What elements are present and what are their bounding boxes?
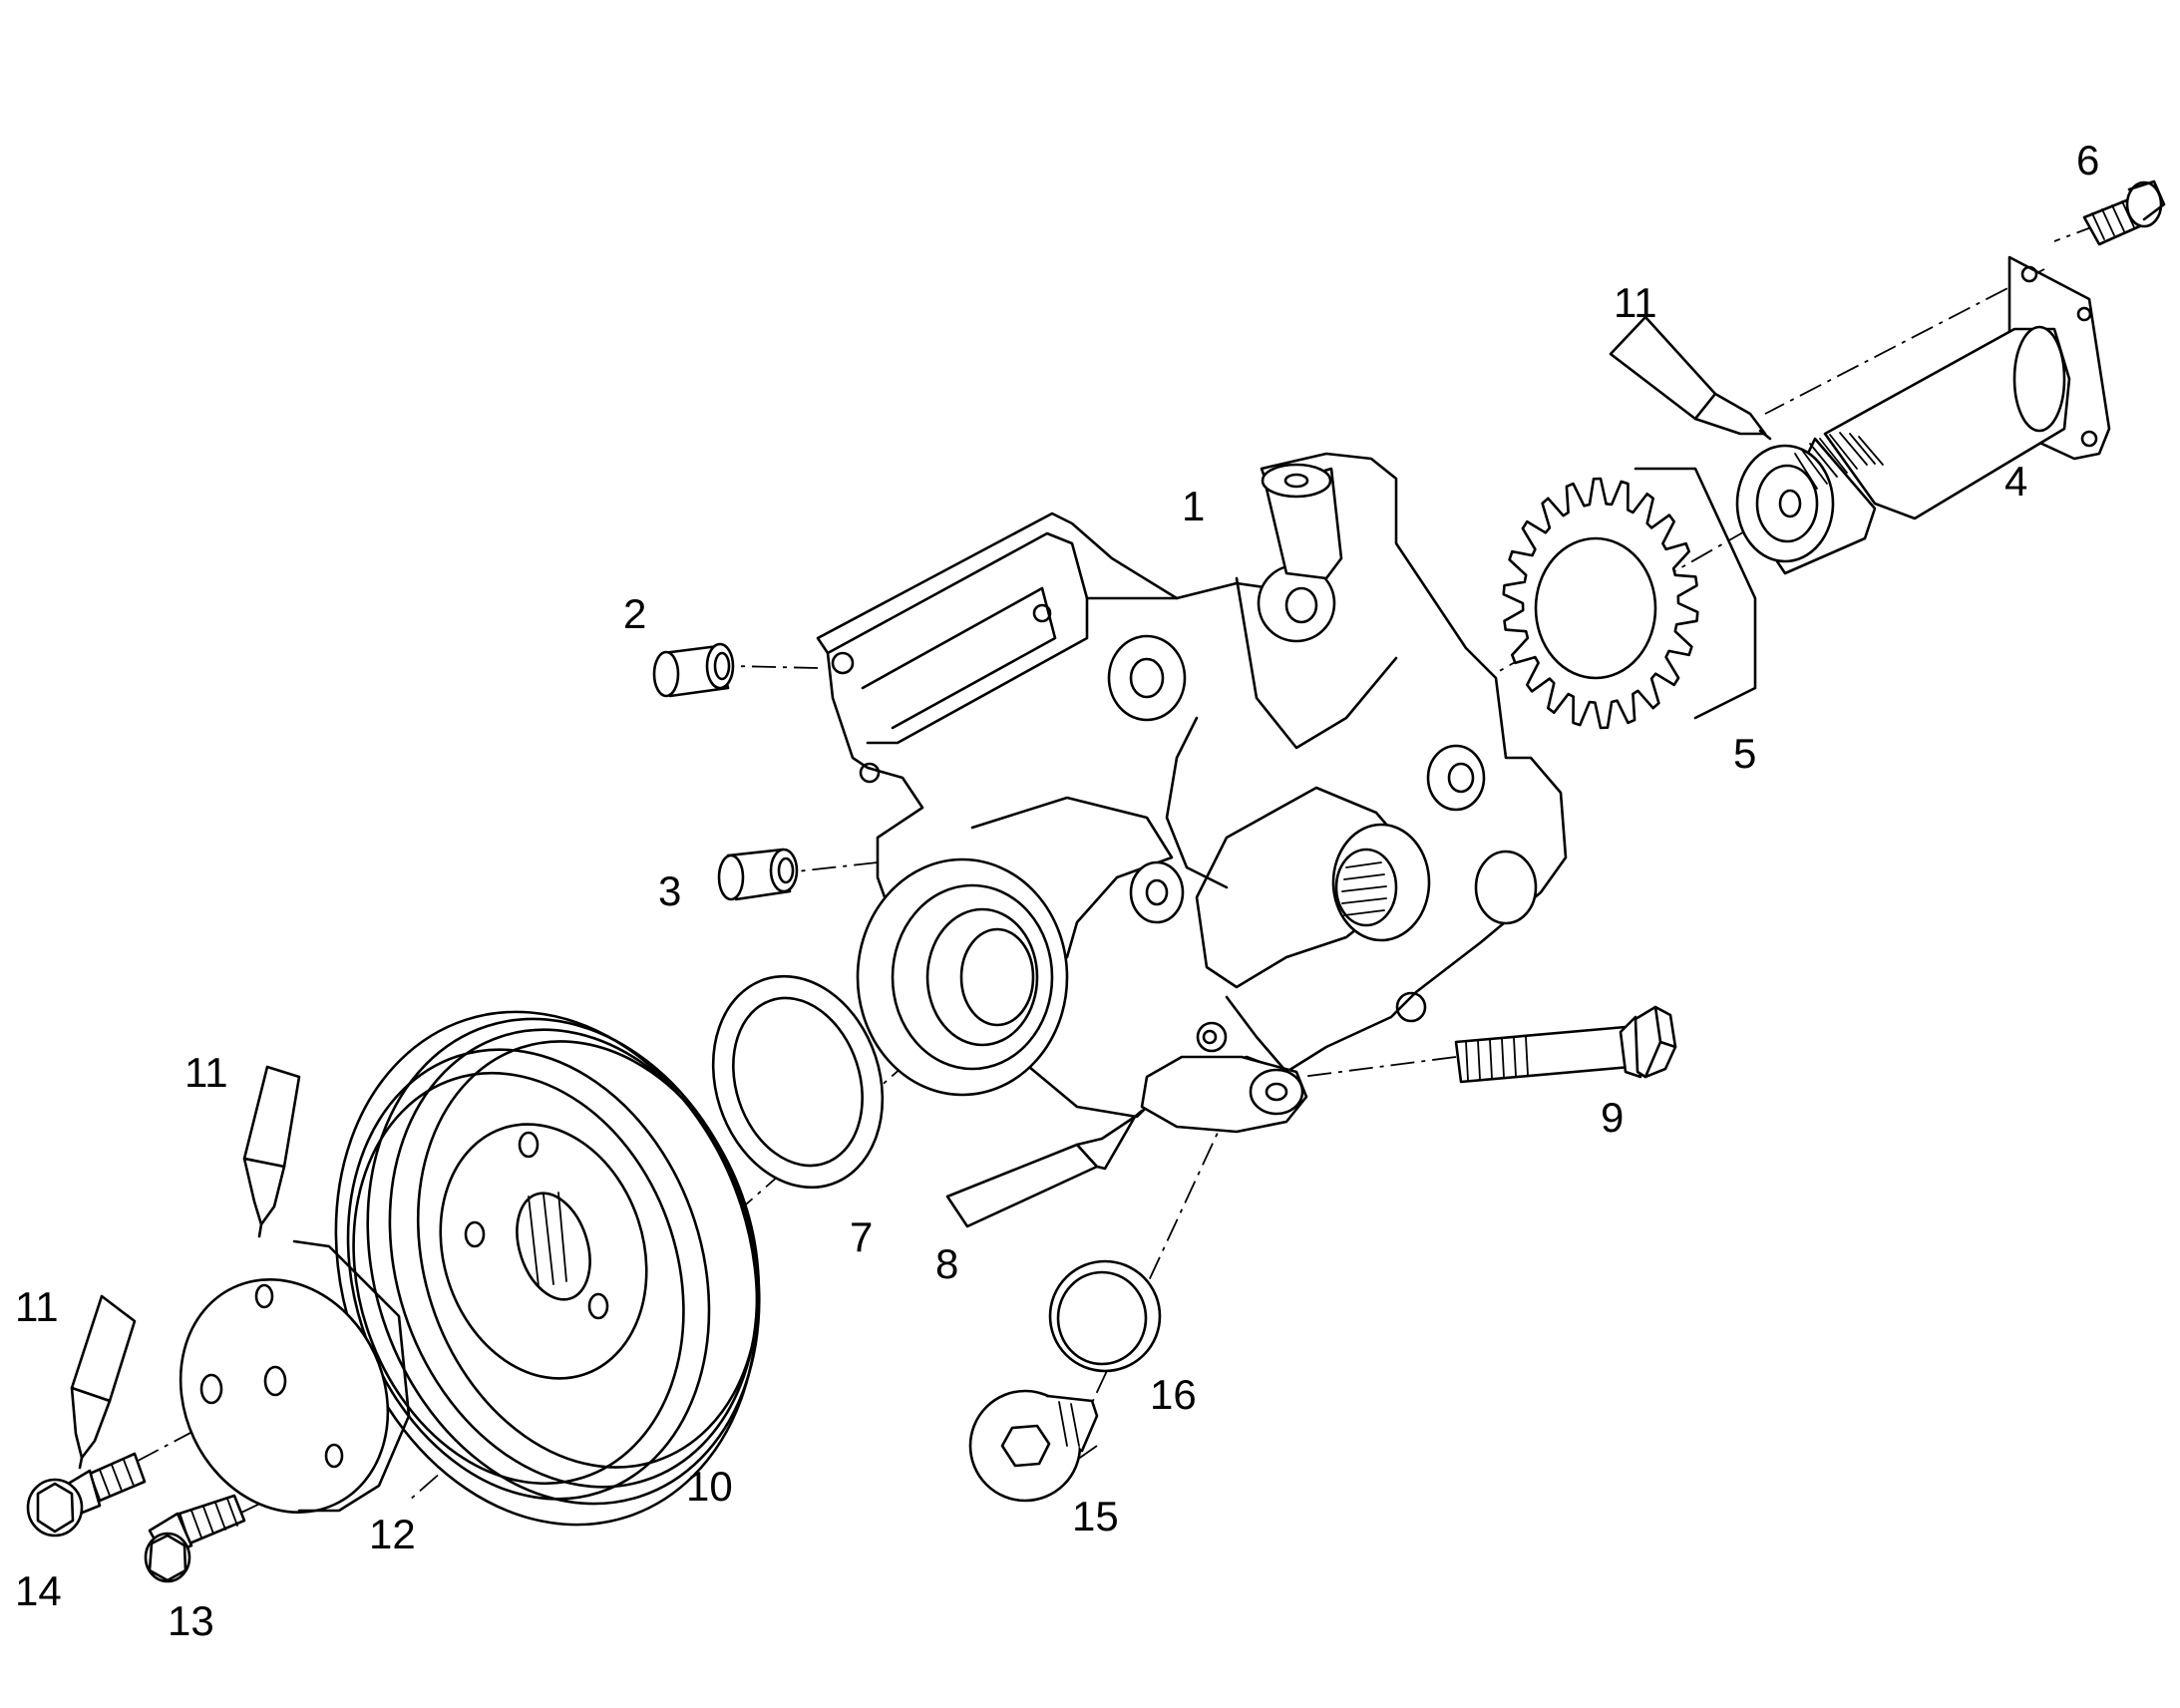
callout-15: 15 [1072, 1493, 1119, 1539]
callout-6: 6 [2076, 137, 2099, 183]
shaft-seal [711, 974, 885, 1190]
callout-2: 2 [623, 590, 646, 637]
callout-1: 1 [1182, 483, 1205, 529]
sealing-ring [1048, 1259, 1162, 1373]
hub-disc [179, 1239, 411, 1514]
callout-8: 8 [935, 1240, 958, 1287]
callout-9: 9 [1601, 1094, 1624, 1141]
pulley-icon [334, 1010, 761, 1527]
callout-labels: 1 2 3 4 5 6 7 8 9 10 11 11 11 12 13 14 1… [15, 137, 2099, 1644]
sealant-tube-icon [945, 1109, 1144, 1228]
dowel-pin-2 [652, 642, 735, 698]
long-bolt [1454, 1005, 1677, 1084]
callout-11-left-lower: 11 [15, 1283, 59, 1330]
sealant-tube-icon-left-lower [70, 1294, 137, 1470]
callout-3: 3 [658, 867, 681, 914]
gear-icon [1502, 467, 1757, 730]
sealant-tube-icon-left-upper [242, 1065, 301, 1238]
drain-plug [968, 1389, 1099, 1503]
dowel-pin-3 [717, 848, 799, 901]
callout-14: 14 [15, 1567, 62, 1614]
callout-10: 10 [686, 1463, 733, 1510]
callout-11-top: 11 [1614, 279, 1657, 326]
callout-13: 13 [168, 1597, 214, 1644]
bolt-icon [2082, 179, 2166, 246]
callout-5: 5 [1733, 730, 1756, 777]
drive-shaft [1735, 255, 2111, 575]
bolt-14 [26, 1452, 147, 1537]
callout-16: 16 [1150, 1371, 1197, 1418]
callout-11-left-upper: 11 [184, 1049, 228, 1096]
sealant-tube-icon-top [1609, 315, 1772, 441]
pump-housing [816, 452, 1568, 1134]
callout-4: 4 [2004, 458, 2027, 505]
callout-12: 12 [369, 1511, 416, 1557]
callout-7: 7 [850, 1213, 873, 1260]
bolt-13 [144, 1494, 246, 1583]
